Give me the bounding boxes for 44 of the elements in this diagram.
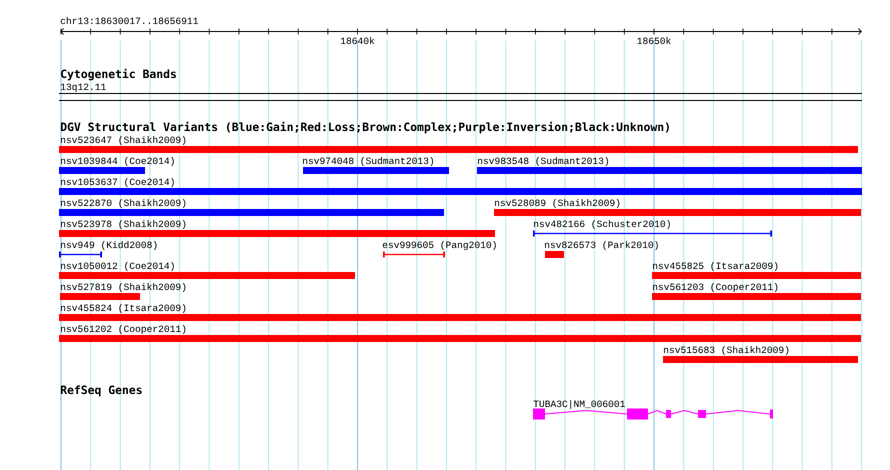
gene-model: TUBA3C|NM_006001	[533, 400, 773, 420]
node-label: nsv528089 (Shaikh2009)	[495, 199, 620, 208]
node-label: nsv515683 (Shaikh2009)	[664, 346, 788, 355]
region-label: chr13:18630017..18656911	[60, 17, 198, 24]
variant-bar: nsv561202 (Cooper2011)	[59, 325, 861, 342]
tick-label: 18640k	[340, 37, 374, 44]
variant-bar: nsv949 (Kidd2008)	[59, 241, 156, 258]
node-label: nsv983548 (Sudmant2013)	[478, 157, 608, 166]
track-title: RefSeq Genes	[60, 385, 142, 396]
variant-bar: nsv826573 (Park2010)	[545, 241, 658, 258]
variant-bar: nsv1039844 (Coe2014)	[59, 157, 174, 174]
variant-bar: nsv974048 (Sudmant2013)	[303, 157, 449, 174]
variant-bar: nsv522870 (Shaikh2009)	[59, 199, 444, 216]
variant-bar: nsv482166 (Schuster2010)	[533, 220, 772, 238]
variant-bar: nsv515683 (Shaikh2009)	[663, 346, 858, 363]
node-label: nsv522870 (Shaikh2009)	[61, 199, 186, 208]
node-label: nsv527819 (Shaikh2009)	[61, 283, 186, 292]
node-label: nsv1039844 (Coe2014)	[61, 157, 174, 166]
variant-bar: nsv1053637 (Coe2014)	[59, 178, 862, 195]
node-label: nsv974048 (Sudmant2013)	[303, 157, 434, 166]
node-label: nsv561203 (Cooper2011)	[653, 283, 778, 292]
variant-bar: esv999605 (Pang2010)	[382, 241, 496, 258]
node-label: nsv1053637 (Coe2014)	[61, 178, 174, 187]
variant-bar: nsv528089 (Shaikh2009)	[494, 199, 861, 216]
variant-bar: nsv455825 (Itsara2009)	[652, 262, 861, 279]
variant-bar: nsv561203 (Cooper2011)	[652, 283, 861, 300]
variant-bar: nsv455824 (Itsara2009)	[59, 304, 861, 321]
variant-bar: nsv983548 (Sudmant2013)	[477, 157, 862, 174]
variant-bar: nsv523978 (Shaikh2009)	[59, 220, 495, 237]
node-label: nsv561202 (Cooper2011)	[61, 325, 186, 334]
track-title: Cytogenetic Bands	[61, 68, 176, 80]
variant-bar: nsv1050012 (Coe2014)	[59, 262, 355, 279]
node-label: TUBA3C|NM_006001	[534, 400, 625, 409]
variant-bar: nsv523647 (Shaikh2009)	[59, 136, 858, 153]
tick-label: 18650k	[637, 37, 671, 44]
node-label: nsv455825 (Itsara2009)	[653, 262, 778, 271]
node-label: nsv523647 (Shaikh2009)	[61, 136, 186, 145]
node-label: nsv826573 (Park2010)	[545, 241, 658, 250]
band-label: 13q12.11	[60, 84, 106, 92]
node-label: nsv1050012 (Coe2014)	[61, 262, 174, 271]
variant-bar: nsv527819 (Shaikh2009)	[60, 283, 186, 300]
node-label: nsv455824 (Itsara2009)	[61, 304, 186, 313]
node-label: nsv523978 (Shaikh2009)	[61, 220, 186, 229]
track-title: DGV Structural Variants (Blue:Gain;Red:Loss;Brown:Complex;Purple:Inversion;Black:Unknown)	[60, 122, 669, 134]
